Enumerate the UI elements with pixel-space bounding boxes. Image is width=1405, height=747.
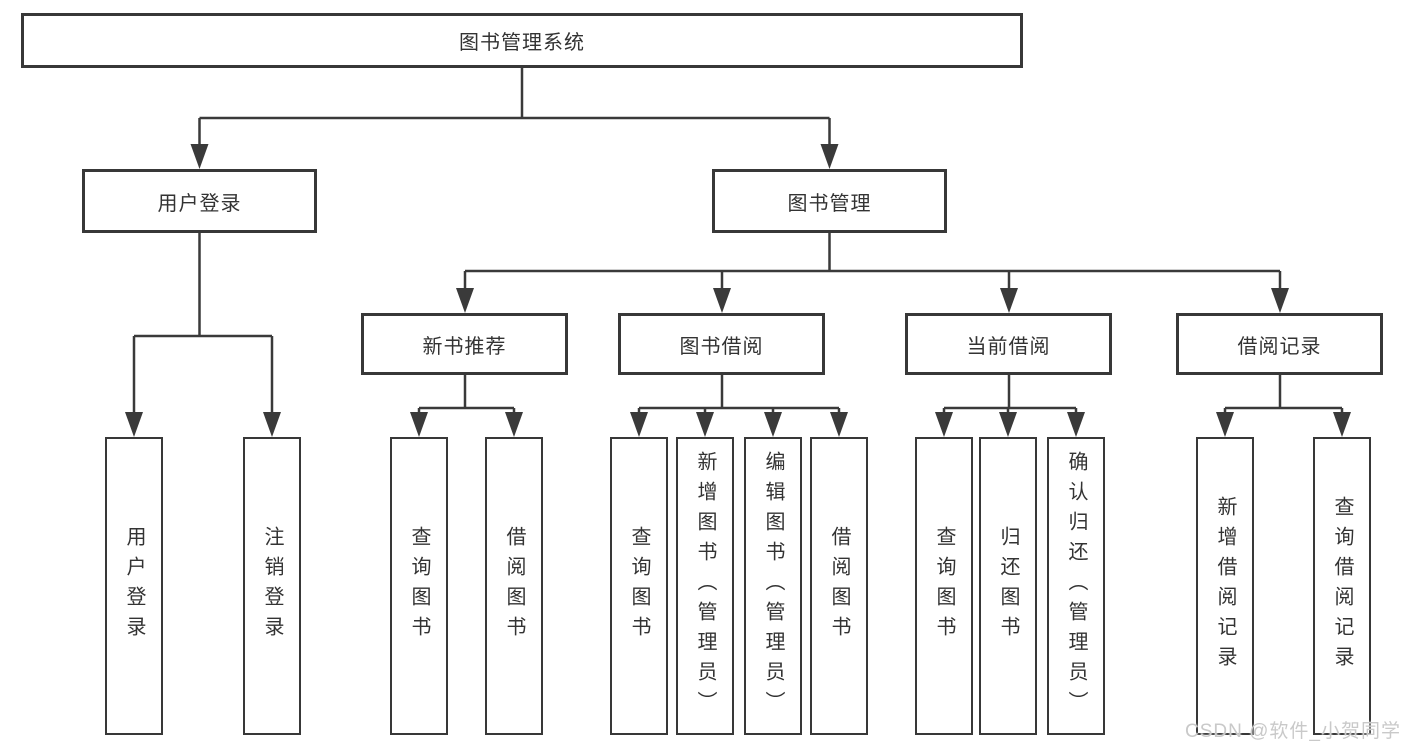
leaf-query-books-current-label: 查询图书 bbox=[933, 526, 955, 646]
leaf-query-books-recommend-label: 查询图书 bbox=[408, 526, 430, 646]
leaf-logout: 注销登录 bbox=[243, 437, 301, 735]
leaf-add-borrow-record: 新增借阅记录 bbox=[1196, 437, 1254, 735]
connector-lines bbox=[132, 68, 1344, 418]
leaf-borrow-books-recommend-label: 借阅图书 bbox=[503, 526, 525, 646]
leaf-logout-label: 注销登录 bbox=[261, 526, 283, 646]
leaf-query-borrow-record-label: 查询借阅记录 bbox=[1331, 496, 1353, 676]
node-root-label: 图书管理系统 bbox=[459, 32, 585, 54]
node-current-borrow: 当前借阅 bbox=[905, 313, 1112, 375]
node-book-borrow: 图书借阅 bbox=[618, 313, 825, 375]
node-book-borrow-label: 图书借阅 bbox=[679, 335, 764, 358]
leaf-query-books-recommend: 查询图书 bbox=[390, 437, 448, 735]
leaf-query-books-current: 查询图书 bbox=[915, 437, 973, 735]
leaf-confirm-return-admin-label: 确认归还（管理员） bbox=[1065, 451, 1087, 721]
node-borrow-records: 借阅记录 bbox=[1176, 313, 1383, 375]
arrowheads bbox=[125, 144, 1351, 437]
node-new-book-recommend: 新书推荐 bbox=[361, 313, 568, 375]
leaf-user-login-label: 用户登录 bbox=[123, 526, 145, 646]
node-book-management-label: 图书管理 bbox=[787, 192, 872, 215]
node-user-login-label: 用户登录 bbox=[157, 192, 242, 215]
node-new-book-recommend-label: 新书推荐 bbox=[422, 335, 507, 358]
leaf-return-books-label: 归还图书 bbox=[997, 526, 1019, 646]
leaf-query-borrow-record: 查询借阅记录 bbox=[1313, 437, 1371, 735]
node-current-borrow-label: 当前借阅 bbox=[966, 335, 1051, 358]
leaf-edit-books-admin: 编辑图书（管理员） bbox=[744, 437, 802, 735]
leaf-confirm-return-admin: 确认归还（管理员） bbox=[1047, 437, 1105, 735]
leaf-add-books-admin-label: 新增图书（管理员） bbox=[694, 451, 716, 721]
node-user-login: 用户登录 bbox=[82, 169, 317, 233]
leaf-return-books: 归还图书 bbox=[979, 437, 1037, 735]
leaf-query-books-borrow-label: 查询图书 bbox=[628, 526, 650, 646]
leaf-borrow-books: 借阅图书 bbox=[810, 437, 868, 735]
node-root: 图书管理系统 bbox=[21, 13, 1023, 68]
node-book-management: 图书管理 bbox=[712, 169, 947, 233]
leaf-add-borrow-record-label: 新增借阅记录 bbox=[1214, 496, 1236, 676]
node-borrow-records-label: 借阅记录 bbox=[1237, 335, 1322, 358]
leaf-borrow-books-recommend: 借阅图书 bbox=[485, 437, 543, 735]
leaf-add-books-admin: 新增图书（管理员） bbox=[676, 437, 734, 735]
leaf-query-books-borrow: 查询图书 bbox=[610, 437, 668, 735]
leaf-borrow-books-label: 借阅图书 bbox=[828, 526, 850, 646]
leaf-user-login: 用户登录 bbox=[105, 437, 163, 735]
leaf-edit-books-admin-label: 编辑图书（管理员） bbox=[762, 451, 784, 721]
watermark: CSDN @软件_小贺同学 bbox=[1185, 721, 1401, 742]
